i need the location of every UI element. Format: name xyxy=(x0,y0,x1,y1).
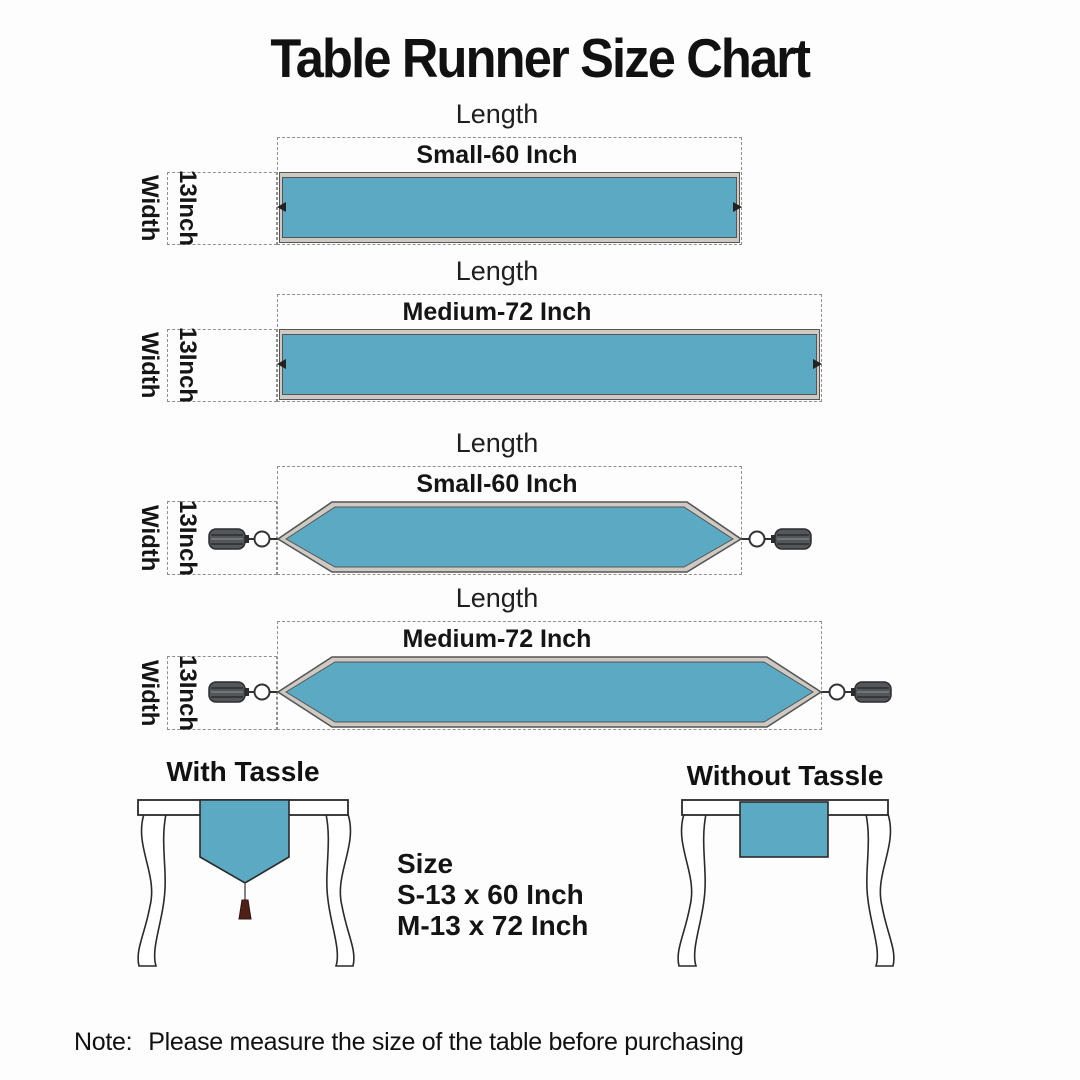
width-dimension-box xyxy=(167,172,277,245)
runner-graphic-pointed-medium xyxy=(208,656,892,728)
dimension-arrow-icon xyxy=(813,359,822,369)
table-graphic-without-tassle xyxy=(677,799,895,967)
width-dimension-box xyxy=(167,329,277,402)
dimension-arrow-icon xyxy=(277,202,286,212)
runner-fabric xyxy=(282,334,817,395)
tassel-bead xyxy=(253,683,271,701)
length-dimension-box xyxy=(277,621,822,730)
length-dimension-box xyxy=(277,466,742,575)
tassel-icon xyxy=(208,528,249,550)
note-label: Note: xyxy=(74,1028,133,1056)
size-item-medium: M-13 x 72 Inch xyxy=(397,910,589,941)
runner-graphic-pointed-small xyxy=(208,501,812,573)
runner-fabric xyxy=(285,661,814,723)
table-leg-left xyxy=(137,813,167,967)
page-title: Table Runner Size Chart xyxy=(0,26,1080,90)
width-value: 13Inch xyxy=(174,500,201,577)
runner-fabric xyxy=(282,177,737,238)
table-leg-left xyxy=(677,813,707,967)
tassel-bead xyxy=(253,530,271,548)
tassel-icon xyxy=(208,681,249,703)
length-dimension-box xyxy=(277,294,822,402)
table-leg-right xyxy=(865,813,895,967)
tassel-icon xyxy=(851,681,892,703)
runner-drape-pointed xyxy=(199,799,290,884)
runner-size-label: Small-60 Inch xyxy=(416,141,578,169)
table-leg-right xyxy=(325,813,355,967)
tassel-icon xyxy=(771,528,812,550)
dimension-arrow-icon xyxy=(733,202,742,212)
runner-graphic-flat-small xyxy=(279,172,740,243)
example-caption-without-tassle: Without Tassle xyxy=(686,760,884,791)
size-info-block: Size S-13 x 60 Inch M-13 x 72 Inch xyxy=(397,848,588,941)
tassel-bead xyxy=(748,530,766,548)
runner-size-label: Medium-72 Inch xyxy=(402,298,592,326)
note-text: Please measure the size of the table bef… xyxy=(148,1028,744,1056)
dimension-arrow-icon xyxy=(277,359,286,369)
size-item-small: S-13 x 60 Inch xyxy=(397,879,584,910)
width-value: 13Inch xyxy=(174,655,201,732)
width-label: Width xyxy=(136,332,163,399)
note-line: Note: Please measure the size of the tabl… xyxy=(74,1028,744,1057)
runner-fabric xyxy=(285,506,734,568)
example-caption-with-tassle: With Tassle xyxy=(166,756,320,787)
table-graphic-with-tassle xyxy=(137,799,355,967)
tassel-icon xyxy=(238,899,252,920)
length-label: Length xyxy=(455,99,539,129)
width-value: 13Inch xyxy=(174,327,201,404)
length-label: Length xyxy=(455,428,539,458)
length-dimension-box xyxy=(277,137,742,245)
width-value: 13Inch xyxy=(174,170,201,247)
width-label: Width xyxy=(136,660,163,727)
width-label: Width xyxy=(136,505,163,572)
size-heading: Size xyxy=(397,848,454,879)
width-label: Width xyxy=(136,175,163,242)
tassel-bead xyxy=(828,683,846,701)
page-title-text: Table Runner Size Chart xyxy=(270,27,812,89)
length-label: Length xyxy=(455,256,539,286)
length-label: Length xyxy=(455,583,539,613)
runner-graphic-flat-medium xyxy=(279,329,820,400)
runner-size-label: Medium-72 Inch xyxy=(402,625,592,653)
runner-size-label: Small-60 Inch xyxy=(416,470,578,498)
runner-drape-plain xyxy=(739,801,829,858)
